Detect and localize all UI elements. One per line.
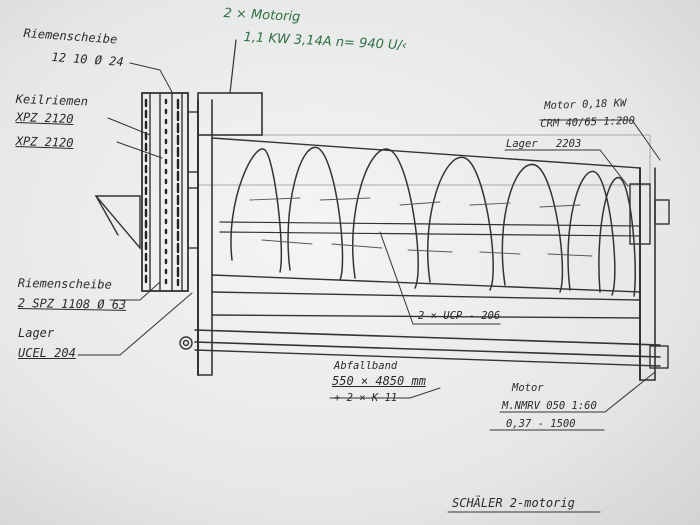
label-riemenscheibe-bottom: Riemenscheibe bbox=[17, 276, 112, 292]
label-lager-left: Lager bbox=[18, 326, 55, 340]
label-riemenscheibe-bottom-size: 2 SPZ 1108 Ø 63 bbox=[17, 296, 127, 312]
label-lager-right: Lager bbox=[506, 138, 538, 150]
label-abfallband: Abfallband bbox=[334, 360, 398, 372]
leader-lines bbox=[77, 62, 661, 513]
label-keilriemen-2: XPZ 2120 bbox=[15, 134, 74, 151]
label-lager-right-value: 2203 bbox=[556, 138, 582, 150]
label-abfallband-extra: + 2 × K 11 bbox=[334, 392, 398, 404]
top-motor-block bbox=[197, 39, 263, 136]
label-lager-left-value: UCEL 204 bbox=[18, 346, 76, 360]
waste-conveyor bbox=[179, 329, 669, 369]
label-motor-bottom-value: 0,37 - 1500 bbox=[506, 418, 576, 430]
screw-helix bbox=[219, 146, 641, 297]
right-end bbox=[629, 183, 670, 245]
label-motor-bottom: Motor bbox=[512, 382, 544, 394]
label-bearing-mid: 2 × UCP - 206 bbox=[418, 310, 501, 322]
drawing-title: SCHÄLER 2-motorig bbox=[452, 496, 575, 510]
label-abfallband-size: 550 × 4850 mm bbox=[332, 374, 426, 388]
label-keilriemen-1: XPZ 2120 bbox=[15, 110, 74, 127]
label-motor-bottom-code: M.NMRV 050 1:60 bbox=[502, 400, 597, 412]
label-keilriemen: Keilriemen bbox=[15, 92, 89, 109]
pulley-pack bbox=[94, 92, 199, 292]
